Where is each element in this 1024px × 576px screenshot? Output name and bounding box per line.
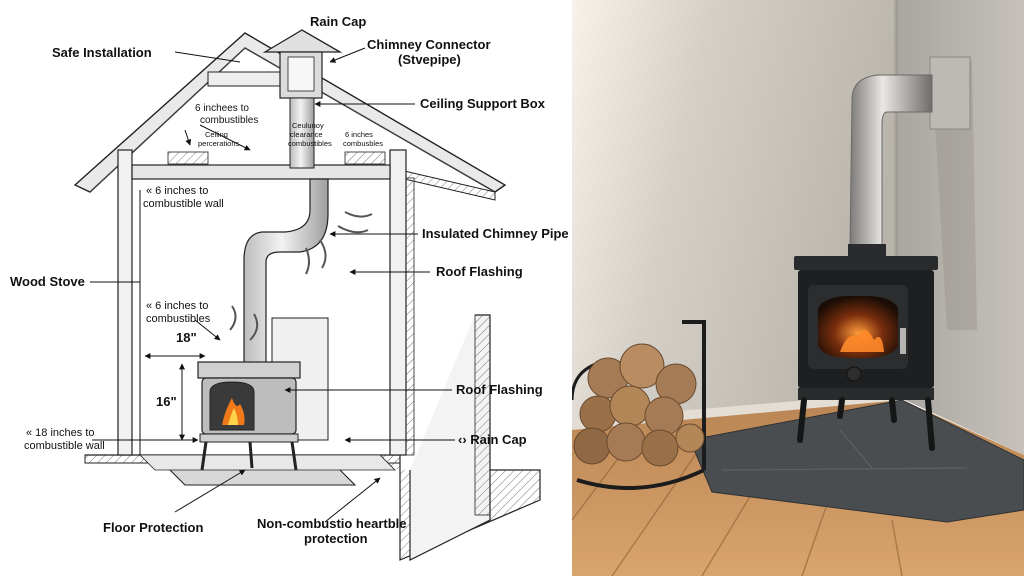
label-six-inches-top: 6 inchees to: [195, 103, 249, 114]
label-six-inches-combustibles: « 6 inches to: [146, 300, 208, 312]
dimension-16-inches: 16": [156, 394, 177, 409]
label-chimney-connector: Chimney Connector: [367, 37, 491, 52]
firewood-logs: [573, 343, 705, 467]
ceiling: [131, 71, 391, 180]
label-chimney-clearance: Ceulunoy: [292, 121, 324, 130]
label-hearth-protection-sub: protection: [304, 531, 368, 546]
label-six-inches-right-sub: combusbles: [343, 139, 383, 148]
label-ceiling-penetrations: Ceiling: [205, 130, 228, 139]
label-ceiling-penetrations-sub: percerations: [198, 139, 240, 148]
diagram-title: Safe Installation: [52, 45, 152, 60]
label-roof-flashing-upper: Roof Flashing: [436, 264, 523, 279]
label-hearth-protection: Non-combustio heartble: [257, 516, 407, 531]
label-six-inches-wall: « 6 inches to: [146, 185, 208, 197]
installed-stove-photo: [572, 0, 1024, 576]
wood-stove-drawing: [197, 361, 301, 471]
chimney-pipe-upper: [289, 97, 315, 169]
label-rain-cap-top: Rain Cap: [310, 14, 366, 29]
label-roof-flashing-lower: Roof Flashing: [456, 382, 543, 397]
label-eighteen-inches-wall: « 18 inches to: [26, 427, 95, 439]
label-six-inches-top-sub: combustibles: [200, 115, 258, 126]
label-six-inches-right: 6 inches: [345, 130, 373, 139]
label-chimney-connector-sub: (Stvepipe): [398, 52, 461, 67]
leader-lines: [174, 47, 455, 523]
label-chimney-clearance-sub: clearance: [290, 130, 323, 139]
label-wood-stove: Wood Stove: [10, 274, 85, 289]
hearth-seam: [721, 467, 968, 471]
dimension-lines: [90, 51, 251, 455]
stove-flue: [848, 56, 971, 258]
heat-flow-arrows: [229, 211, 373, 341]
label-eighteen-inches-wall-sub: combustible wall: [24, 440, 105, 452]
label-insulated-chimney-pipe: Insulated Chimney Pipe: [422, 226, 569, 241]
label-floor-protection: Floor Protection: [103, 520, 203, 535]
label-ceiling-support-box: Ceiling Support Box: [420, 96, 546, 111]
label-rain-cap-lower: ‹› Rain Cap: [458, 432, 527, 447]
house-walls: [117, 149, 491, 561]
floor-protection-pad: [139, 454, 396, 486]
label-six-inches-combustibles-sub: combustibles: [146, 313, 211, 325]
rain-cap: [262, 29, 343, 99]
label-six-inches-wall-sub: combustible wall: [143, 198, 224, 210]
label-chimney-clearance-sub2: combustibles: [288, 139, 332, 148]
dimension-18-inches: 18": [176, 330, 197, 345]
photo-wood-stove: [794, 256, 938, 451]
installation-diagram: Safe Installation Rain Cap Chimney Conne…: [10, 14, 569, 561]
